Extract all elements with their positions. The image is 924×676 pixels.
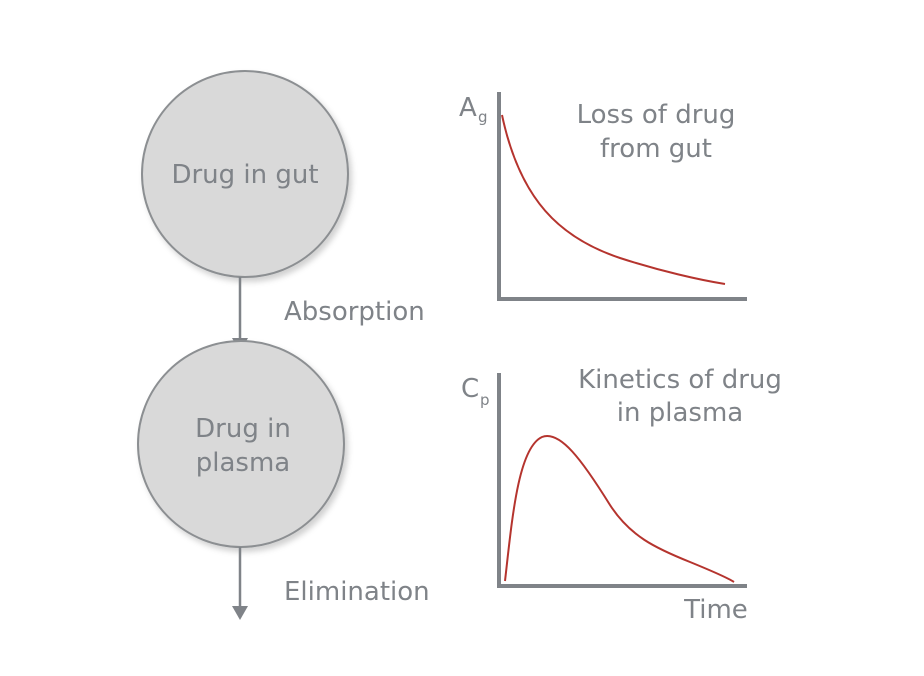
node-drug-in-plasma: Drug in plasma: [137, 340, 345, 548]
plot-plasma-curve: [504, 435, 735, 583]
node-gut-label: Drug in gut: [171, 160, 318, 190]
edge-elimination: Elimination: [232, 547, 430, 620]
plot-plasma-xlabel: Time: [683, 595, 748, 625]
plot-plasma: C p Kinetics of drug in plasma Time: [461, 365, 782, 625]
plot-plasma-title-line2: in plasma: [617, 398, 743, 428]
node-plasma-label-line1: Drug in: [195, 414, 291, 444]
plot-plasma-ylabel-main: C: [461, 374, 479, 404]
elimination-arrowhead-icon: [232, 606, 248, 620]
node-plasma-circle: [137, 340, 345, 548]
plot-gut-title-line1: Loss of drug: [577, 100, 736, 130]
node-gut-circle: [141, 70, 349, 278]
plot-gut-title-line2: from gut: [600, 134, 712, 164]
plot-plasma-ylabel-sub: p: [480, 391, 490, 409]
plot-gut-ylabel-sub: g: [478, 108, 488, 126]
plot-gut-curve: [501, 114, 726, 285]
plot-gut-ylabel-main: A: [459, 93, 477, 123]
plot-gut: A g Loss of drug from gut: [459, 92, 747, 301]
node-drug-in-gut: Drug in gut: [141, 70, 349, 278]
edge-absorption: Absorption: [232, 277, 425, 352]
elimination-label: Elimination: [284, 577, 430, 607]
plot-plasma-title-line1: Kinetics of drug: [578, 365, 782, 395]
absorption-label: Absorption: [284, 297, 425, 327]
node-plasma-label-line2: plasma: [196, 448, 290, 478]
